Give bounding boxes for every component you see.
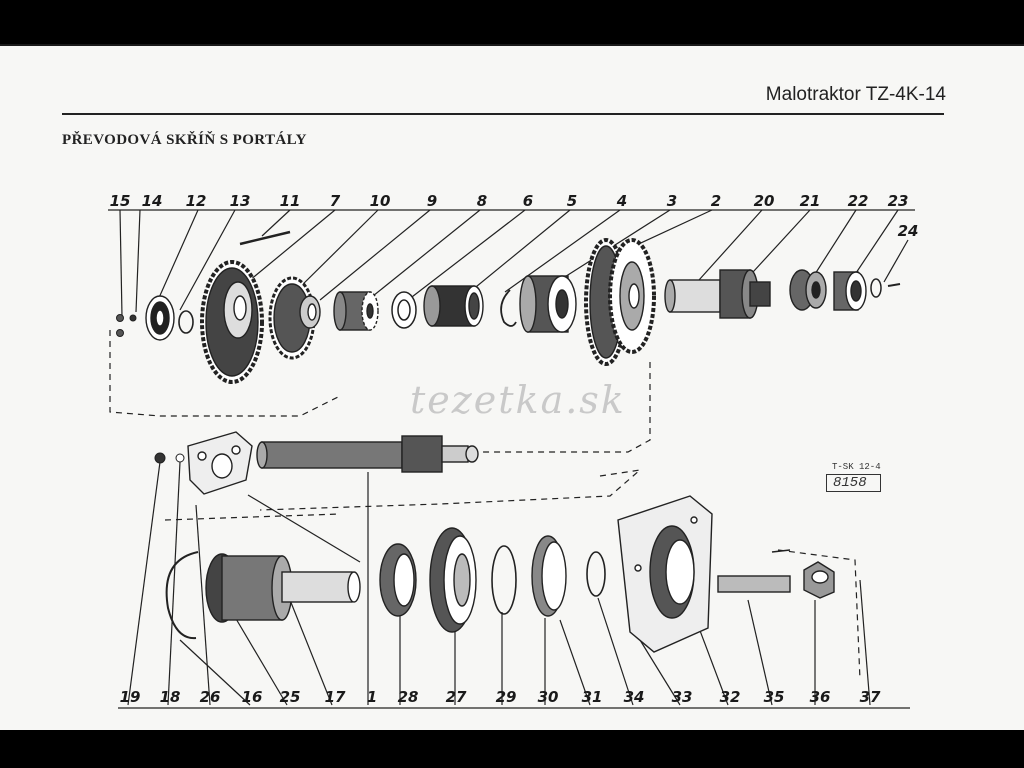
part-17-main-shaft [256, 435, 479, 473]
watermark: tezetka.sk [410, 378, 626, 422]
part-26-flange-plate [187, 431, 253, 495]
part-label: 5 [566, 192, 578, 210]
part-33-cover-plate [617, 495, 713, 653]
part-21-small-gear [789, 269, 827, 311]
part-label: 7 [329, 192, 341, 210]
part-label: 17 [324, 688, 346, 706]
part-10-gear [268, 276, 321, 360]
part-label: 13 [229, 192, 251, 210]
part-37-cotter-pin [771, 549, 791, 553]
part-19-bolt [154, 452, 166, 464]
top-border-line [0, 44, 1024, 47]
catalog-header-title: Malotraktor TZ-4K-14 [765, 84, 946, 105]
part-36-nut [803, 561, 835, 599]
part-label: 20 [753, 192, 775, 210]
part-label: 2 [710, 192, 722, 210]
part-label: 32 [719, 688, 741, 706]
page-title: PŘEVODOVÁ SKŘÍŇ S PORTÁLY [62, 132, 307, 148]
part-16-snap-ring [165, 551, 199, 640]
header-rule [62, 113, 944, 115]
part-6-bushing [423, 285, 484, 327]
part-label: 29 [495, 688, 517, 706]
part-label: 30 [537, 688, 559, 706]
part-label: 1 [366, 688, 378, 706]
part-2-shaft-pinion [664, 269, 771, 319]
part-13-seal-ring [178, 310, 194, 334]
part-label: 23 [887, 192, 909, 210]
part-label: 22 [847, 192, 869, 210]
part-label: 16 [241, 688, 263, 706]
part-label: 28 [397, 688, 419, 706]
part-label: 15 [109, 192, 131, 210]
part-label: 34 [623, 688, 645, 706]
part-24-pin [887, 283, 901, 287]
part-label: 18 [159, 688, 181, 706]
drawing-stamp: T-SK 12-4 8158 [826, 462, 881, 492]
part-4-ball-bearing [519, 275, 577, 333]
part-18-washer [175, 453, 185, 463]
part-11-pin [239, 230, 291, 246]
part-label: 12 [185, 192, 207, 210]
part-label: 24 [897, 222, 919, 240]
part-28-bearing [429, 527, 477, 633]
part-9-sleeve-gear [333, 291, 379, 331]
part-label: 25 [279, 688, 301, 706]
part-label: 4 [616, 192, 628, 210]
part-7-large-gear [200, 260, 264, 384]
part-label: 27 [445, 688, 467, 706]
part-label: 26 [199, 688, 221, 706]
part-label: 37 [859, 688, 881, 706]
part-15-screw [116, 314, 124, 337]
part-25-shaft-hub [205, 553, 361, 623]
part-label: 21 [799, 192, 821, 210]
part-1-ring [379, 543, 417, 617]
part-label: 9 [426, 192, 438, 210]
part-3-gear-cluster [584, 238, 656, 366]
part-30-ring [586, 551, 606, 597]
part-23-ring [870, 278, 882, 298]
part-label: 36 [809, 688, 831, 706]
part-14-washer [129, 314, 137, 322]
part-label: 35 [763, 688, 785, 706]
part-22-bearing [833, 271, 867, 311]
part-27-spacer-ring [491, 545, 517, 615]
part-29-seal [531, 535, 567, 617]
stamp-code: 8158 [826, 474, 881, 492]
part-5-circlip [500, 289, 517, 327]
part-label: 14 [141, 192, 163, 210]
part-label: 8 [476, 192, 488, 210]
part-label: 3 [666, 192, 678, 210]
stamp-reference: T-SK 12-4 [832, 462, 881, 472]
part-label: 6 [522, 192, 534, 210]
part-12-bearing-cap [145, 295, 175, 341]
part-label: 10 [369, 192, 391, 210]
part-label: 31 [581, 688, 603, 706]
part-label: 19 [119, 688, 141, 706]
part-8-spacer-ring [391, 291, 417, 329]
part-label: 33 [671, 688, 693, 706]
part-35-stud-bolt [717, 575, 791, 593]
part-label: 11 [279, 192, 301, 210]
